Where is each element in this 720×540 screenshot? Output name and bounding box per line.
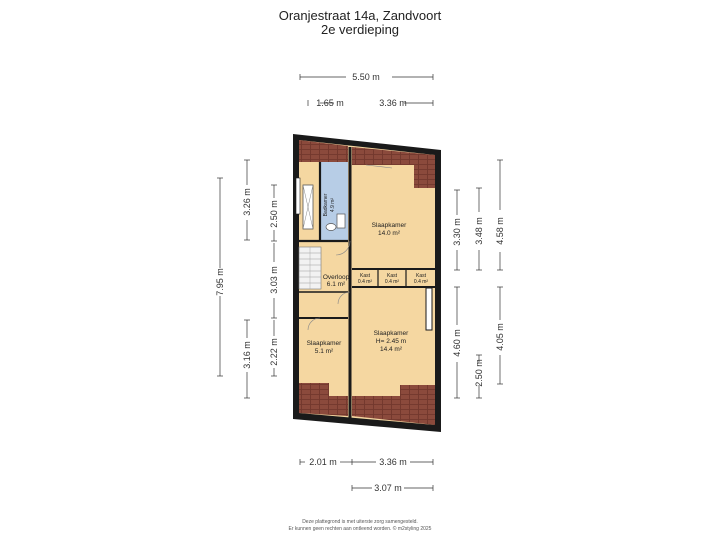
- roof-slope-top-left: [299, 140, 348, 162]
- label-overloop-area: 6.1 m²: [327, 281, 346, 288]
- label-kast2-area: 0.4 m²: [385, 279, 400, 285]
- roof-slope-dormer-right: [414, 165, 435, 188]
- label-badkamer-name: Badkamer: [323, 193, 329, 216]
- label-kast3-name: Kast: [416, 273, 427, 279]
- dim-bottom-lower: 3.07 m: [374, 483, 402, 493]
- dimension-labels: 5.50 m 1.65 m 3.36 m 2.01 m 3.36 m 3.07 …: [215, 72, 505, 493]
- room-badkamer: [299, 162, 348, 243]
- dim-bottom-left: 2.01 m: [309, 457, 337, 467]
- footer-line-2: Er kunnen geen rechten aan ontleend word…: [288, 526, 432, 532]
- dimension-lines: [217, 74, 503, 491]
- label-slaapkamer2-area: 14.4 m²: [380, 346, 403, 353]
- footer-disclaimer: Deze plattegrond is met uiterste zorg sa…: [0, 519, 720, 533]
- door-swing-icon: [307, 317, 321, 331]
- door-swing-icon: [335, 240, 351, 256]
- dim-top-left: 1.65 m: [316, 98, 344, 108]
- closet-row: [352, 268, 435, 288]
- label-kast1-area: 0.4 m²: [358, 279, 373, 285]
- interior-walls: [295, 147, 433, 418]
- label-kast2-name: Kast: [387, 273, 398, 279]
- label-slaapkamer1-name: Slaapkamer: [372, 222, 408, 229]
- dim-top-total: 5.50 m: [352, 72, 380, 82]
- label-slaapkamer3-name: Slaapkamer: [307, 340, 343, 347]
- dim-inner-left-b: 3.03 m: [269, 266, 279, 294]
- window-icon: [425, 287, 433, 331]
- plan-address-title: Oranjestraat 14a, Zandvoort: [278, 8, 442, 23]
- label-overloop-name: Overloop: [323, 274, 350, 281]
- label-slaapkamer2-name: Slaapkamer: [374, 330, 410, 337]
- toilet-icon: [325, 223, 337, 231]
- door-swing-icon: [365, 164, 393, 169]
- room-labels: Badkamer 4.9 m² Slaapkamer 14.0 m² Overl…: [307, 193, 429, 355]
- dim-right-d: 2.50 m: [474, 359, 484, 387]
- doors: [307, 164, 393, 331]
- dim-inner-left-c: 2.22 m: [269, 338, 279, 366]
- footer-line-1: Deze plattegrond is met uiterste zorg sa…: [302, 519, 418, 525]
- roof-areas: [299, 140, 435, 425]
- dim-right-e: 4.05 m: [495, 323, 505, 351]
- label-kast1-name: Kast: [360, 273, 371, 279]
- sink-icon: [336, 213, 346, 229]
- dim-inner-left-a: 2.50 m: [269, 200, 279, 228]
- dim-right-c: 4.60 m: [452, 329, 462, 357]
- label-kast3-area: 0.4 m²: [414, 279, 429, 285]
- dim-right-a: 3.30 m: [452, 218, 462, 246]
- roof-slope-bottom-right: [352, 385, 435, 425]
- door-swing-icon: [337, 291, 351, 305]
- window-icon: [295, 177, 301, 215]
- label-slaapkamer1-area: 14.0 m²: [378, 230, 401, 237]
- plan-floor-subtitle: 2e verdieping: [320, 22, 400, 37]
- dim-bottom-right: 3.36 m: [379, 457, 407, 467]
- label-badkamer-area: 4.9 m²: [330, 198, 336, 213]
- room-overloop: [298, 243, 348, 293]
- dim-right-total: 4.58 m: [495, 217, 505, 245]
- dim-left-lower: 3.16 m: [242, 341, 252, 369]
- label-slaapkamer2-height: H= 2.45 m: [376, 338, 406, 345]
- roof-slope-bottom-left: [299, 383, 348, 416]
- dim-right-b: 3.48 m: [474, 217, 484, 245]
- dim-top-right: 3.36 m: [379, 98, 407, 108]
- label-slaapkamer3-area: 5.1 m²: [315, 348, 334, 355]
- staircase-icon: [298, 246, 322, 290]
- dim-left-total: 7.95 m: [215, 268, 225, 296]
- roof-slope-top-right: [352, 147, 435, 165]
- dim-left-upper: 3.26 m: [242, 188, 252, 216]
